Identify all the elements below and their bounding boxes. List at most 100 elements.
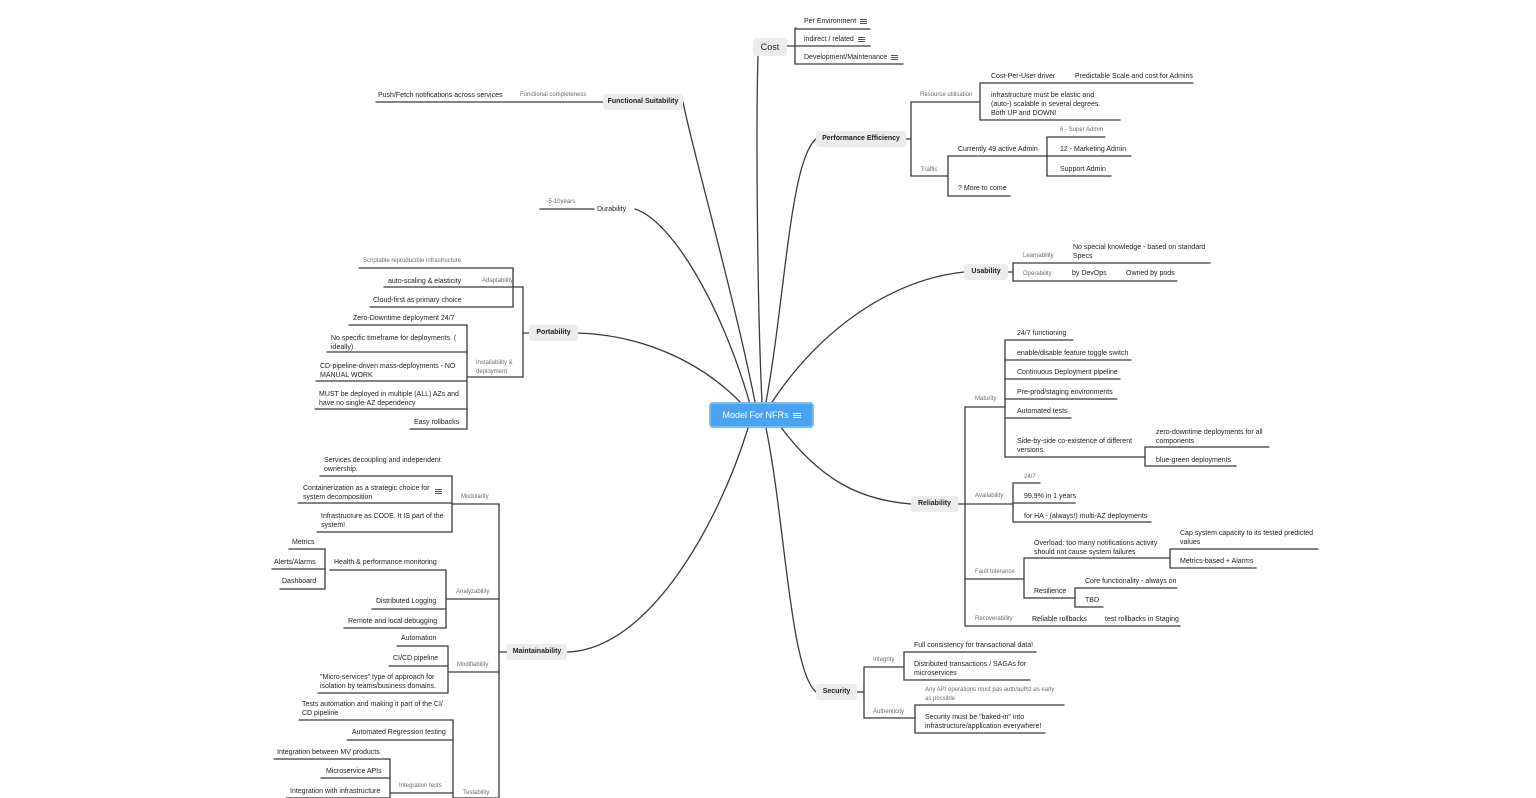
traffic-label[interactable]: Traffic [921,167,938,173]
branch-portability[interactable]: Portability [529,325,578,341]
elastic-infrastructure[interactable]: infrastructure must be elastic and (auto… [991,92,1101,117]
analyzability-health[interactable]: Health & performance monitoring [334,559,437,566]
modularity-item[interactable]: Services decoupling and independent owne… [324,457,441,473]
modularity-item[interactable]: Containerization as a strategic choice f… [303,484,433,502]
cost-item[interactable]: Per Environment [804,17,868,26]
health-item[interactable]: Metrics [292,539,315,546]
modularity-label[interactable]: Modularity [461,494,489,500]
maturity-label[interactable]: Maturity [975,396,997,402]
integrity-item[interactable]: Distributed transactions / SAGAs for mic… [914,661,1027,677]
resource-utilisation-label[interactable]: Resource utilisation [920,92,973,98]
integration-item[interactable]: Integration with infrastructure [290,788,381,795]
branch-functional-suitability[interactable]: Functional Suitability [603,94,683,110]
health-item[interactable]: Dashboard [282,578,317,585]
admin-item[interactable]: 6 - Super Admin [1060,127,1104,133]
maturity-item[interactable]: Side-by-side co-existence of different v… [1017,438,1133,454]
resilience-item[interactable]: Resilience [1034,588,1067,595]
availability-item[interactable]: for HA - (always!) multi-AZ deployments [1024,513,1148,520]
overload-detail[interactable]: Metrics-based + Alarms [1180,558,1254,565]
modifiability-label[interactable]: Modifiability [457,662,489,668]
installability-item[interactable]: MUST be deployed in multiple (ALL) AZs a… [319,391,459,407]
integrity-item[interactable]: Full consistency for transactional data! [914,642,1034,649]
resilience-detail[interactable]: Core functionality - always on [1085,578,1177,585]
maturity-item[interactable]: Pre-prod/staging environments [1017,389,1113,396]
notes-icon[interactable] [792,413,801,419]
fault-tolerance-label[interactable]: Fault tolerance [975,569,1015,575]
installability-item[interactable]: CD-pipeline-driven mass-deployments - NO… [320,363,456,379]
cost-per-user-detail[interactable]: Predictable Scale and cost for Admins [1075,73,1193,80]
functional-item[interactable]: Push/Fetch notifications across services [378,92,503,99]
cost-per-user-driver[interactable]: Cost-Per-User driver [991,73,1056,80]
learnability-item[interactable]: No special knowledge - based on standard… [1073,244,1206,260]
branch-security[interactable]: Security [816,684,857,700]
adaptability-label[interactable]: Adaptability [482,278,514,284]
resilience-detail[interactable]: TBD [1085,597,1099,604]
modularity-item[interactable]: Infrastructure as CODE. It IS part of th… [321,513,444,529]
adaptability-item[interactable]: auto-scaling & elasticity [388,278,462,285]
branch-reliability[interactable]: Reliability [911,496,958,512]
installability-item[interactable]: Easy rollbacks [414,419,460,426]
overload-detail[interactable]: Cap system capacity to its tested predic… [1180,530,1314,546]
learnability-label[interactable]: Learnability [1023,253,1054,259]
analyzability-label[interactable]: Analyzability [456,589,490,595]
integration-tests-label[interactable]: Integration tests [399,783,442,789]
recoverability-item[interactable]: Reliable rollbacks [1032,616,1087,623]
side-by-side-item[interactable]: zero-downtime deployments for all compon… [1156,429,1263,445]
availability-item[interactable]: 24/7 [1024,474,1036,480]
installability-item[interactable]: No specific timeframe for deployments. (… [331,335,457,351]
root-topic[interactable]: Model For NFRs [709,402,814,428]
integration-item[interactable]: Microservice APIs [326,768,382,775]
integration-item[interactable]: Integration between MV products [277,749,380,756]
maturity-item[interactable]: Automated tests [1017,408,1068,415]
installability-item[interactable]: Zero-Downtime deployment 24/7 [353,315,455,322]
availability-label[interactable]: Availability [975,493,1004,499]
availability-item[interactable]: 99,9% in 1 years [1024,493,1077,500]
notes-icon[interactable] [857,36,865,42]
traffic-more[interactable]: ? More to come [958,185,1007,192]
adaptability-item[interactable]: Cloud-first as primary choice [373,297,462,304]
cost-item-label: indirect / related [804,36,854,43]
branch-usability[interactable]: Usability [964,264,1008,280]
operability-detail[interactable]: Owned by pods [1126,270,1175,277]
health-item[interactable]: Alerts/Alarms [274,559,316,566]
notes-icon[interactable] [891,54,899,60]
maturity-item[interactable]: Continuous Deployment pipeline [1017,369,1118,376]
functional-completeness-label[interactable]: Functional completeness [520,92,587,98]
cost-item-label: Development/Maintenance [804,54,888,61]
branch-maintainability[interactable]: Maintainability [507,644,567,660]
admin-item[interactable]: Support Admin [1060,166,1106,173]
notes-icon[interactable] [435,489,442,494]
testability-label[interactable]: Testability [463,790,490,796]
testability-item[interactable]: Automated Regression testing [352,729,446,736]
cost-item[interactable]: indirect / related [804,35,865,44]
branch-cost[interactable]: Cost [753,38,787,56]
notes-icon[interactable] [860,18,868,24]
operability-item[interactable]: by DevOps [1072,270,1107,277]
overload-item[interactable]: Overload: too many notifications activit… [1034,540,1158,556]
branch-durability[interactable]: Durability [597,206,627,213]
recoverability-label[interactable]: Recoverability [975,616,1013,622]
authenticity-item[interactable]: Any API operations must pas auth/authz a… [925,687,1055,702]
modifiability-item[interactable]: "Micro-services" type of approach for is… [320,674,436,690]
branch-performance-efficiency[interactable]: Performance Efficiency [816,131,906,147]
testability-item[interactable]: Tests automation and making it part of t… [302,701,443,717]
adaptability-item[interactable]: Scriptable reproducible infrastructure [363,258,462,264]
authenticity-item[interactable]: Security must be "baked-in" into infrast… [925,714,1042,730]
operability-label[interactable]: Operability [1023,271,1052,277]
durability-years[interactable]: ~5-10years [545,199,576,205]
integrity-label[interactable]: Integrity [873,657,895,663]
maturity-item[interactable]: enable/disable feature toggle switch [1017,350,1129,357]
modifiability-item[interactable]: Automation [401,635,437,642]
traffic-current[interactable]: Currently 49 active Admin [958,146,1038,153]
modifiability-item[interactable]: CI/CD pipeline [393,655,439,662]
installability-label[interactable]: Installability & deployment [476,360,513,375]
side-by-side-item[interactable]: blue-green deployments [1156,457,1232,464]
cost-item[interactable]: Development/Maintenance [804,53,899,62]
maturity-item[interactable]: 24/7 functioning [1017,330,1067,337]
analyzability-item[interactable]: Distributed Logging [376,598,437,605]
analyzability-item[interactable]: Remote and local debugging [348,618,438,625]
admin-item[interactable]: 12 - Marketing Admin [1060,146,1127,153]
authenticity-label[interactable]: Authenticity [873,709,905,715]
recoverability-detail[interactable]: test rollbacks in Staging [1105,616,1179,623]
